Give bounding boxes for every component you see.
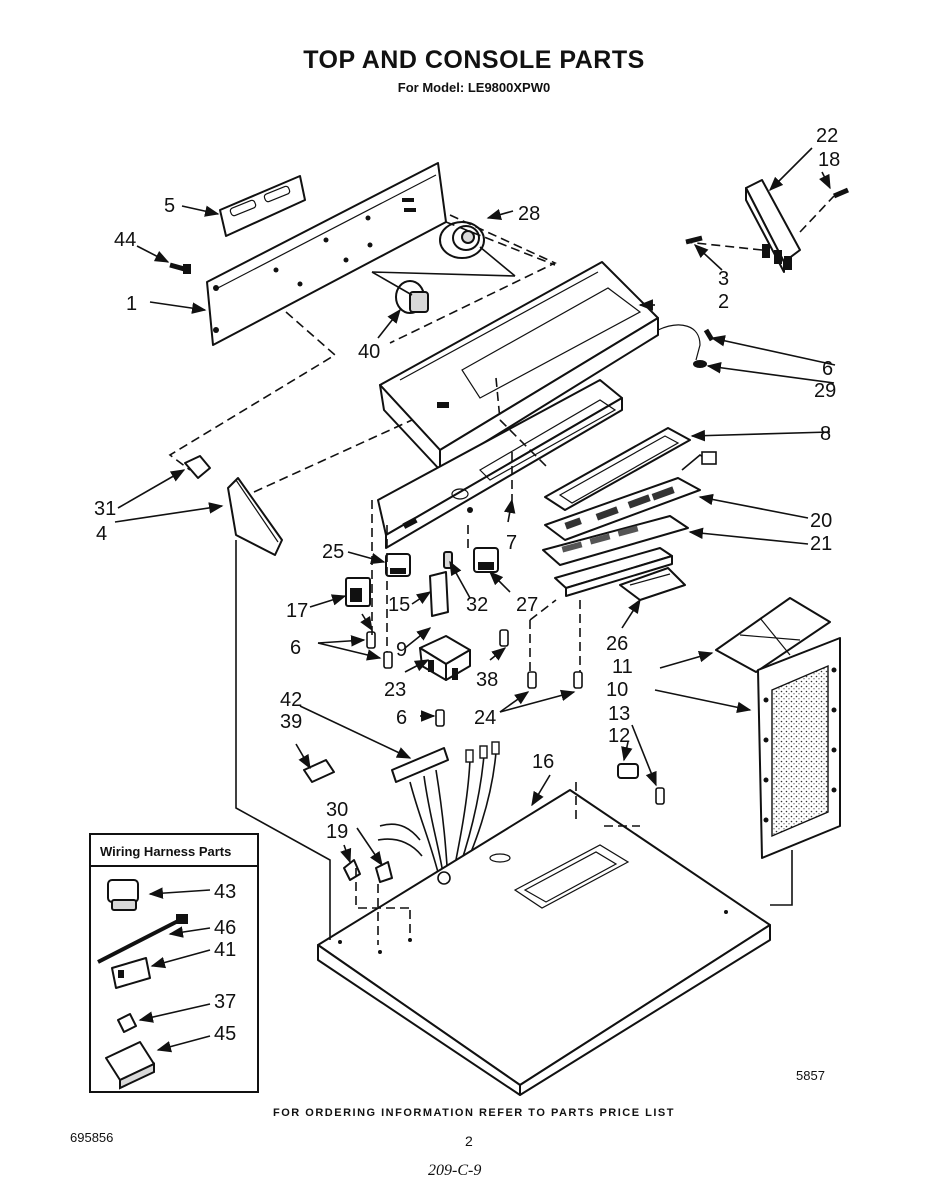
callout-27: 27 (516, 594, 538, 616)
callout-13: 13 (608, 703, 630, 725)
control-board-20 (544, 477, 701, 541)
handwritten-note: 209-C-9 (428, 1162, 482, 1179)
callout-leaders (114, 147, 836, 867)
callout-44: 44 (114, 229, 136, 251)
callout-11: 11 (612, 656, 633, 678)
clip-31 (184, 455, 211, 479)
page-title: TOP AND CONSOLE PARTS (303, 46, 645, 74)
callout-10: 10 (606, 679, 628, 701)
callout-18: 18 (818, 149, 840, 171)
harness-label-45: 45 (214, 1023, 236, 1045)
callout-26: 26 (606, 633, 628, 655)
lint-screen-10 (757, 637, 841, 859)
console-housing (379, 261, 701, 471)
harness-box-title: Wiring Harness Parts (100, 844, 231, 859)
callout-1: 1 (126, 293, 137, 315)
knob-40 (395, 280, 429, 314)
callout-25: 25 (322, 541, 344, 563)
callout-20: 20 (810, 510, 832, 532)
dryer-top-16 (317, 782, 771, 1096)
bracket-5 (219, 175, 306, 237)
end-cap-4 (227, 477, 283, 556)
clip-19 (343, 859, 361, 881)
clip-12 (617, 763, 639, 779)
figure-number: 5857 (796, 1068, 825, 1083)
callout-21: 21 (810, 533, 832, 555)
wiring-harness-box: Wiring Harness Parts 43 46 41 37 (89, 833, 259, 1093)
callout-6b: 6 (290, 637, 301, 659)
timer-knob-28 (439, 221, 485, 259)
ordering-note: FOR ORDERING INFORMATION REFER TO PARTS … (273, 1107, 675, 1119)
harness-part-37: 37 (117, 991, 236, 1033)
harness-label-41: 41 (214, 939, 236, 961)
harness-part-46: 46 (97, 914, 236, 964)
callout-40: 40 (358, 341, 380, 363)
callout-9: 9 (396, 639, 407, 661)
harness-label-37: 37 (214, 991, 236, 1013)
harness-label-43: 43 (214, 881, 236, 903)
callout-19: 19 (326, 821, 348, 843)
terminal-block-22 (745, 179, 801, 273)
callout-17: 17 (286, 600, 308, 622)
callout-15: 15 (388, 594, 410, 616)
callout-32: 32 (466, 594, 488, 616)
callout-2: 2 (718, 291, 729, 313)
callout-42: 42 (280, 689, 302, 711)
overlay-21 (542, 515, 689, 566)
callout-8: 8 (820, 423, 831, 445)
callout-12: 12 (608, 725, 630, 747)
relay-27 (473, 547, 499, 573)
callout-6a: 6 (822, 358, 833, 380)
harness-connector-42 (377, 741, 500, 881)
lint-filter-cover-11 (715, 597, 831, 673)
callout-22: 22 (816, 125, 838, 147)
callout-39: 39 (280, 711, 302, 733)
callout-38: 38 (476, 669, 498, 691)
page-number: 2 (465, 1133, 473, 1149)
callout-24: 24 (474, 707, 496, 729)
callout-6c: 6 (396, 707, 407, 729)
callout-30: 30 (326, 799, 348, 821)
callout-28: 28 (518, 203, 540, 225)
harness-part-43: 43 (107, 879, 236, 911)
door-switch-23 (419, 635, 471, 681)
model-subtitle: For Model: LE9800XPW0 (397, 80, 551, 95)
clip-30 (375, 861, 393, 883)
document-number: 695856 (70, 1130, 114, 1145)
switch-bracket-15 (429, 551, 453, 617)
relay-25 (385, 553, 411, 577)
callout-7: 7 (506, 532, 517, 554)
console-panel-7 (377, 379, 623, 549)
screw-44 (169, 262, 191, 274)
callout-4: 4 (96, 523, 107, 545)
display-board-8 (544, 427, 717, 511)
harness-part-45: 45 (105, 1023, 236, 1090)
callout-5: 5 (164, 195, 175, 217)
harness-part-41: 41 (111, 939, 236, 989)
switch-17 (345, 577, 371, 607)
callout-16: 16 (532, 751, 554, 773)
callout-31: 31 (94, 498, 116, 520)
switch-bracket (554, 547, 686, 601)
callout-23: 23 (384, 679, 406, 701)
callout-3: 3 (718, 268, 729, 290)
harness-label-46: 46 (214, 917, 236, 939)
callout-29: 29 (814, 380, 836, 402)
clip-39 (303, 759, 335, 783)
control-panel-plate (206, 162, 447, 346)
